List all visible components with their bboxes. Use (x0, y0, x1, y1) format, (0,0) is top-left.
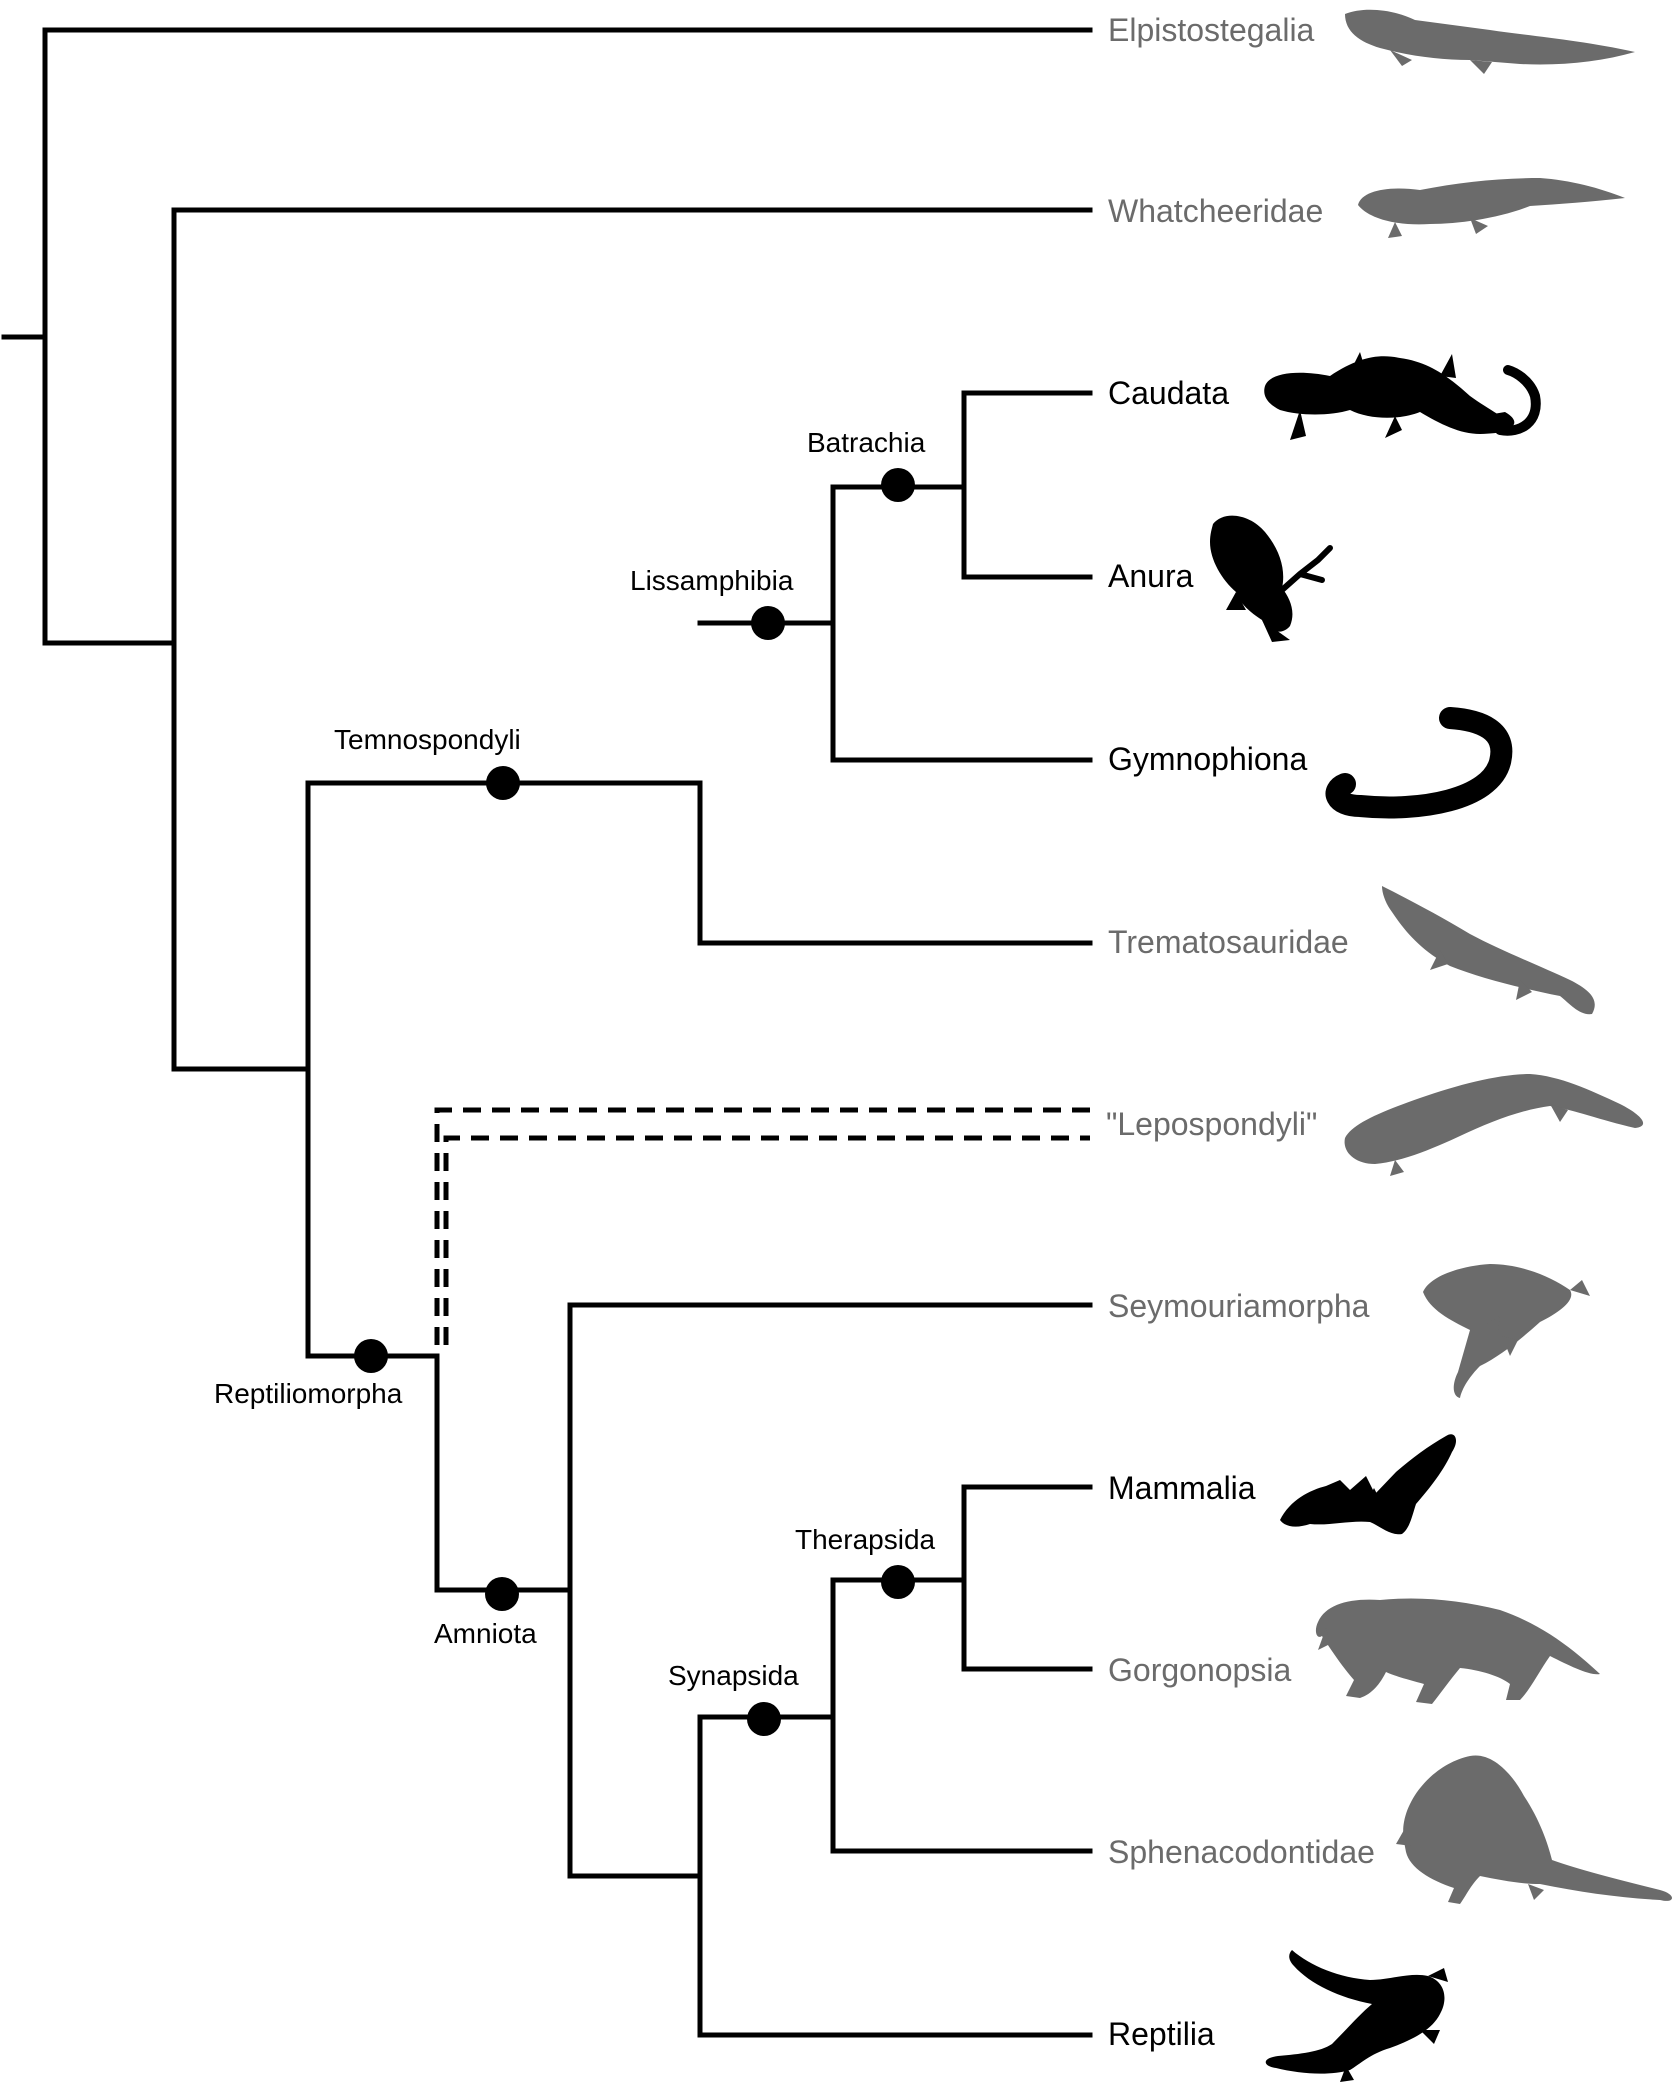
clade-label-synapsida: Synapsida (668, 1660, 799, 1691)
branch-crown (305, 780, 703, 1359)
taxon-label-reptilia: Reptilia (1108, 2016, 1215, 2052)
taxon-label-lepospondyli: "Lepospondyli" (1106, 1106, 1317, 1142)
branch-batrachia (961, 390, 1093, 580)
clade-labels: Batrachia Lissamphibia Temnospondyli Rep… (214, 427, 936, 1691)
seymouriamorph-silhouette (1423, 1264, 1590, 1398)
node-batrachia (881, 468, 915, 502)
bat-silhouette (1280, 1434, 1457, 1535)
branch-root (42, 27, 1093, 646)
tree-branches (1, 27, 1093, 2038)
silhouettes (1210, 9, 1672, 2082)
node-amniota (485, 1577, 519, 1611)
dimetrodon-silhouette (1396, 1755, 1672, 1904)
branch-tetrapoda (171, 207, 1093, 1072)
early-tetrapod-silhouette (1358, 178, 1625, 238)
branch-lepospondyli-inner (443, 1135, 1090, 1345)
taxon-label-trematosauridae: Trematosauridae (1108, 924, 1349, 960)
clade-label-lissamphibia: Lissamphibia (630, 565, 794, 596)
node-lissamphibia (751, 606, 785, 640)
gorgonopsid-silhouette (1315, 1598, 1600, 1704)
salamander-silhouette (1264, 352, 1541, 440)
lepospondyl-silhouette (1344, 1074, 1644, 1176)
taxon-label-anura: Anura (1108, 558, 1194, 594)
node-reptiliomorpha (354, 1339, 388, 1373)
clade-label-amniota: Amniota (434, 1618, 537, 1649)
trematosaur-silhouette (1382, 886, 1595, 1015)
branch-temnospondyli (697, 780, 1093, 946)
taxon-labels: Elpistostegalia Whatcheeridae Caudata An… (1106, 12, 1375, 2052)
clade-label-reptiliomorpha: Reptiliomorpha (214, 1378, 403, 1409)
taxon-label-gorgonopsia: Gorgonopsia (1108, 1652, 1291, 1688)
branch-lepospondyli-outer (434, 1107, 1090, 1345)
clade-label-therapsida: Therapsida (795, 1524, 936, 1555)
caecilian-silhouette (1325, 707, 1513, 819)
lizard-silhouette (1265, 1950, 1448, 2082)
taxon-label-sphenacodontidae: Sphenacodontidae (1108, 1834, 1375, 1870)
node-temnospondyli (486, 766, 520, 800)
node-markers (354, 468, 915, 1736)
clade-label-batrachia: Batrachia (807, 427, 926, 458)
taxon-label-elpistostegalia: Elpistostegalia (1108, 12, 1315, 48)
node-synapsida (747, 1702, 781, 1736)
fish-tetrapod-silhouette (1345, 9, 1635, 74)
taxon-label-gymnophiona: Gymnophiona (1108, 741, 1307, 777)
branch-amniota (567, 1302, 1093, 1879)
taxon-label-seymouriamorpha: Seymouriamorpha (1108, 1288, 1370, 1324)
taxon-label-whatcheeridae: Whatcheeridae (1108, 193, 1323, 229)
branch-therapsida (961, 1484, 1093, 1672)
taxon-label-mammalia: Mammalia (1108, 1470, 1256, 1506)
clade-label-temnospondyli: Temnospondyli (334, 724, 521, 755)
frog-silhouette (1210, 515, 1333, 642)
branch-sauropsida (697, 1714, 1093, 2038)
node-therapsida (881, 1565, 915, 1599)
taxon-label-caudata: Caudata (1108, 375, 1229, 411)
branch-reptiliomorpha (434, 1353, 573, 1593)
